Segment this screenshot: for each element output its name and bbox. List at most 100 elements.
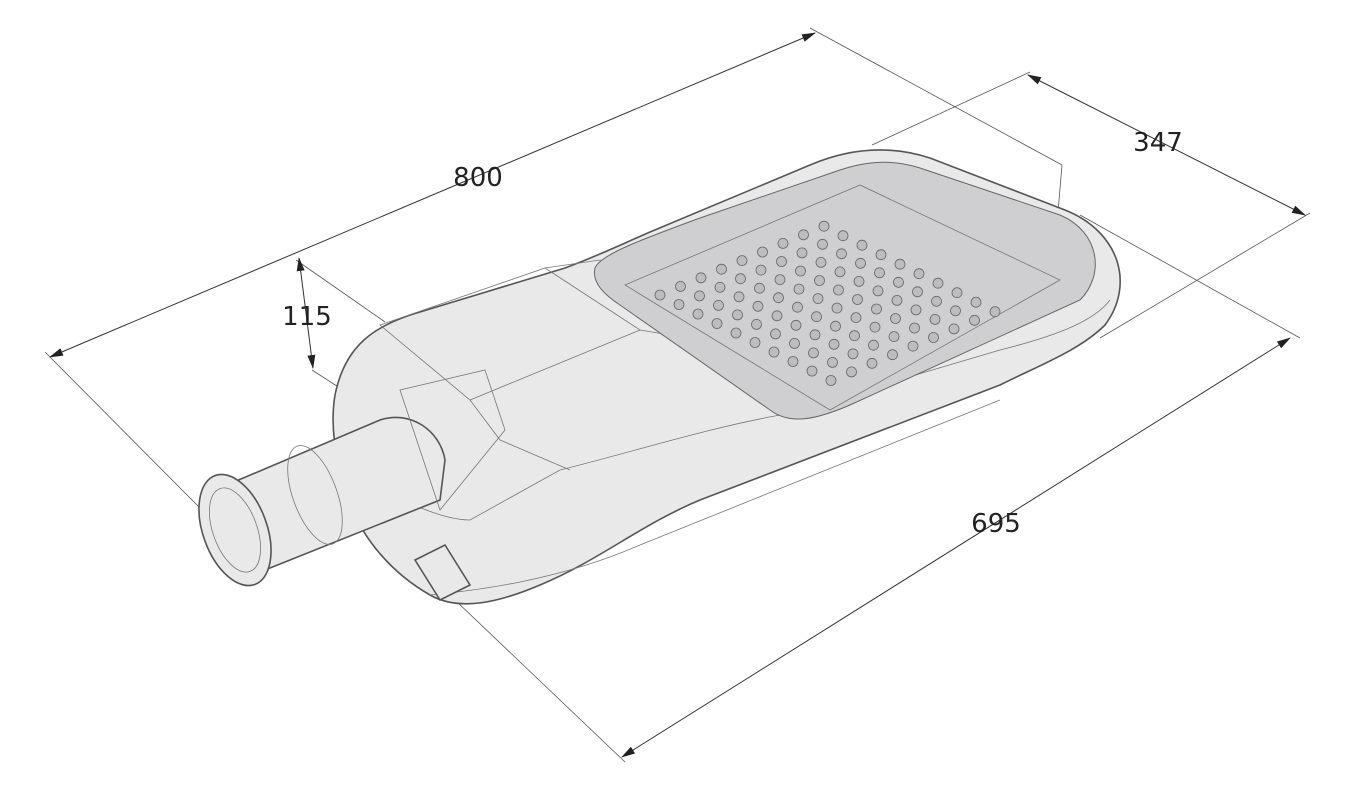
led-lens bbox=[694, 290, 705, 302]
led-lens bbox=[755, 264, 767, 276]
led-lens bbox=[868, 339, 879, 351]
led-lens bbox=[891, 294, 903, 306]
led-lens bbox=[817, 238, 828, 250]
led-panel bbox=[593, 161, 1096, 420]
led-lens bbox=[874, 267, 885, 279]
led-lens bbox=[887, 349, 898, 361]
led-lens bbox=[732, 309, 743, 321]
led-lens bbox=[931, 295, 942, 307]
led-lens bbox=[969, 314, 980, 326]
led-lens bbox=[970, 296, 982, 308]
led-lens bbox=[736, 255, 748, 267]
led-lens bbox=[818, 220, 830, 232]
led-lens bbox=[846, 366, 857, 378]
led-lens bbox=[856, 239, 868, 251]
led-lens bbox=[654, 289, 666, 301]
led-lens bbox=[714, 281, 726, 293]
mounting-spigot bbox=[198, 369, 506, 602]
led-lens bbox=[875, 249, 887, 261]
led-lens bbox=[695, 272, 707, 284]
led-lens bbox=[853, 275, 865, 287]
led-lens bbox=[776, 256, 787, 267]
led-lens bbox=[792, 301, 803, 313]
led-lens bbox=[890, 313, 901, 324]
dimension-line-height bbox=[296, 257, 316, 369]
led-lens bbox=[912, 286, 923, 298]
led-lens bbox=[831, 302, 843, 314]
led-lens bbox=[713, 299, 724, 311]
led-lens bbox=[716, 263, 727, 275]
led-lens bbox=[825, 375, 837, 386]
led-lens bbox=[777, 237, 789, 249]
led-lens bbox=[814, 275, 825, 286]
led-lens bbox=[774, 274, 786, 286]
extension-lines bbox=[44, 27, 1311, 763]
led-lens bbox=[692, 308, 704, 320]
led-lens bbox=[928, 332, 939, 343]
dimension-line-body-length bbox=[621, 337, 1291, 758]
led-lens bbox=[837, 230, 849, 242]
led-lens bbox=[812, 293, 824, 305]
led-lens bbox=[773, 292, 784, 304]
dimension-lines bbox=[49, 32, 1306, 758]
led-lens bbox=[770, 328, 781, 340]
led-lens bbox=[948, 323, 960, 335]
led-lens bbox=[830, 320, 841, 332]
led-lens bbox=[834, 266, 846, 278]
led-lens bbox=[929, 313, 941, 325]
led-lens bbox=[751, 318, 762, 330]
led-lens bbox=[790, 319, 802, 331]
dimension-label-body-length: 695 bbox=[971, 509, 1021, 539]
led-lens bbox=[789, 337, 800, 349]
led-lens bbox=[910, 304, 922, 316]
led-lens bbox=[849, 330, 860, 342]
led-lens bbox=[757, 246, 768, 258]
led-lens bbox=[735, 273, 746, 285]
led-lens bbox=[847, 348, 859, 360]
led-lens bbox=[951, 287, 963, 299]
led-lens bbox=[730, 327, 742, 339]
led-lens bbox=[798, 229, 809, 241]
led-lens bbox=[811, 311, 822, 323]
led-lens bbox=[950, 305, 961, 317]
led-lens bbox=[836, 248, 847, 260]
led-lens bbox=[808, 347, 819, 359]
led-lens bbox=[909, 322, 920, 334]
led-lens bbox=[673, 299, 685, 310]
led-lens bbox=[894, 258, 906, 270]
led-lens bbox=[872, 285, 884, 297]
led-lens bbox=[815, 256, 827, 268]
led-lens bbox=[827, 356, 838, 368]
led-lens bbox=[733, 291, 745, 303]
led-lens bbox=[809, 329, 821, 341]
led-lens bbox=[752, 300, 764, 312]
led-lens bbox=[793, 283, 805, 295]
dimension-line-length bbox=[49, 32, 816, 358]
led-lens bbox=[833, 284, 844, 296]
led-lens bbox=[907, 340, 919, 352]
dimension-label-width: 347 bbox=[1133, 128, 1183, 158]
led-lens bbox=[989, 306, 1001, 318]
led-lens bbox=[806, 365, 818, 377]
led-lens bbox=[893, 276, 904, 288]
led-lens bbox=[871, 303, 882, 315]
led-lens bbox=[850, 312, 862, 324]
led-lens bbox=[787, 356, 799, 367]
led-lens bbox=[828, 338, 840, 350]
led-lens bbox=[866, 357, 878, 369]
led-lens bbox=[749, 337, 761, 348]
dimension-label-height: 115 bbox=[282, 302, 332, 332]
led-array bbox=[654, 220, 1001, 386]
led-lens bbox=[754, 282, 765, 294]
led-lens bbox=[869, 321, 881, 333]
dimension-label-length: 800 bbox=[453, 163, 503, 193]
led-lens bbox=[796, 247, 808, 259]
dimension-line-width bbox=[1027, 74, 1306, 216]
led-lens bbox=[795, 265, 806, 277]
led-lens bbox=[855, 257, 866, 269]
led-lens bbox=[771, 310, 783, 322]
led-lens bbox=[932, 277, 944, 289]
led-lens bbox=[888, 331, 900, 343]
led-lens bbox=[852, 294, 863, 305]
